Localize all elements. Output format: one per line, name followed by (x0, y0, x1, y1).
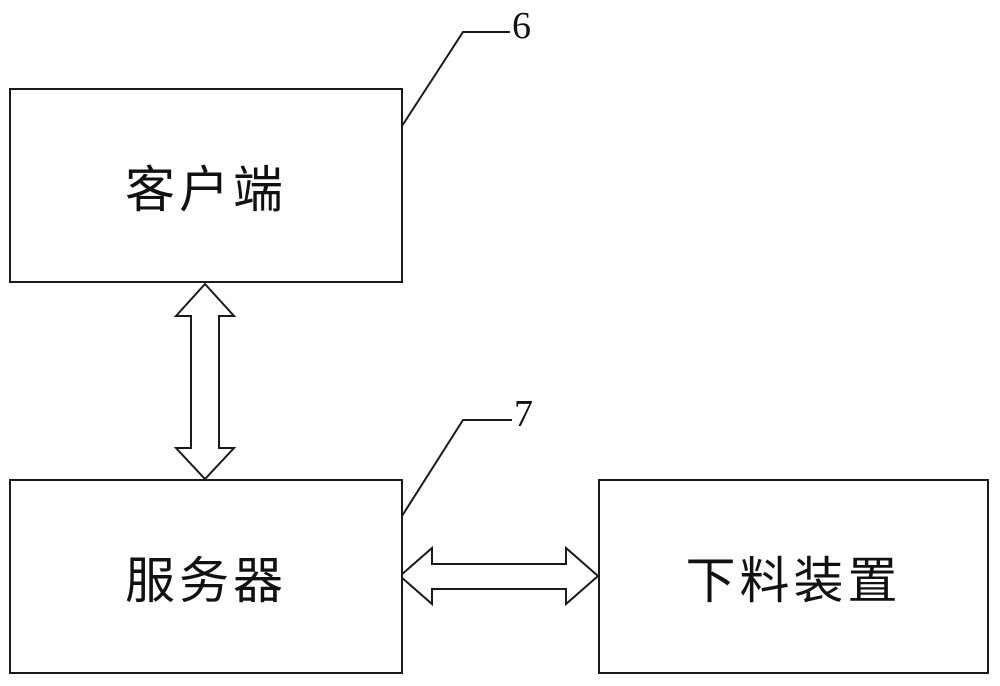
unloader-box: 下料装置 (598, 479, 989, 674)
ref-6-leader-line (401, 31, 510, 127)
ref-7-leader-line (401, 419, 512, 517)
server-label: 服务器 (125, 551, 287, 610)
client-server-double-arrow (173, 282, 237, 481)
client-box: 客户端 (9, 88, 403, 283)
server-unloader-double-arrow (398, 545, 600, 607)
server-ref-number: 7 (514, 393, 533, 435)
server-box: 服务器 (9, 479, 403, 674)
client-label: 客户端 (125, 160, 287, 219)
unloader-label: 下料装置 (685, 551, 902, 610)
client-ref-number: 6 (512, 5, 531, 47)
